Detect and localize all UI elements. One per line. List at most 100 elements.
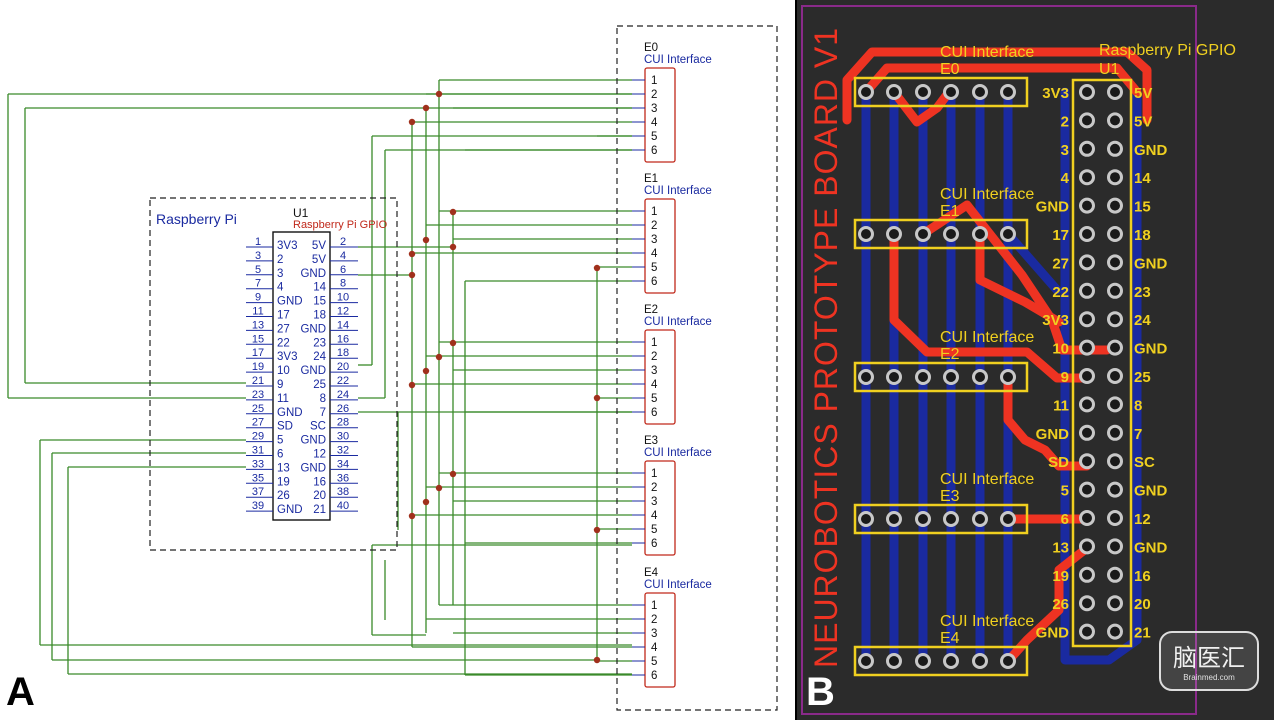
header-pin-number: 26 — [337, 403, 349, 415]
connector-body — [644, 460, 676, 556]
pcb-pad — [1079, 84, 1095, 100]
pcb-pin-label: GND — [1134, 483, 1168, 500]
pcb-pad — [1107, 112, 1123, 129]
pcb-pad — [1079, 339, 1095, 356]
pcb-pad — [1000, 511, 1016, 527]
header-pin-name: GND — [300, 435, 326, 447]
connector-ref: E2 — [644, 304, 658, 316]
connector-pin-number: 3 — [651, 103, 657, 115]
header-pin-name: 4 — [277, 282, 284, 294]
connector-pin-number: 4 — [651, 379, 658, 391]
header-pin-number: 2 — [340, 236, 346, 248]
header-pin-name: GND — [300, 323, 326, 335]
junction-dot — [449, 470, 457, 478]
connector-pin-number: 5 — [651, 131, 657, 143]
pcb-pin-label: 14 — [1134, 170, 1151, 187]
connector-pin-number: 3 — [651, 628, 657, 640]
pcb-pad — [1107, 453, 1123, 470]
header-pin-number: 34 — [337, 458, 349, 470]
junction-dot — [408, 381, 416, 389]
pcb-pad — [858, 653, 874, 669]
pcb-connector-ref: E1 — [940, 203, 960, 220]
pcb-pin-label: 6 — [1061, 511, 1069, 528]
pcb-connector-ref: E4 — [940, 630, 960, 647]
connector-pin-number: 1 — [651, 600, 657, 612]
pcb-pad — [915, 653, 931, 669]
pcb-connector-outline — [853, 503, 1029, 535]
pcb-pin-label: 21 — [1134, 625, 1151, 642]
pcb-pad — [915, 226, 931, 242]
connector-ref: E0 — [644, 42, 658, 54]
pcb-pin-label: 3V3 — [1042, 312, 1069, 329]
pcb-pad — [1107, 424, 1123, 441]
connector-body — [644, 198, 676, 294]
connector-pin-number: 6 — [651, 407, 657, 419]
header-pin-name: 17 — [277, 310, 290, 322]
connector-ref: E4 — [644, 567, 659, 579]
pcb-pad — [1107, 566, 1123, 583]
pcb-pad — [943, 84, 959, 100]
pcb-connector-value: CUI Interface — [940, 329, 1034, 346]
pcb-pad — [943, 511, 959, 527]
header-pin-name: 25 — [313, 379, 326, 391]
top-trace — [918, 200, 1112, 355]
header-pin-name: 19 — [277, 476, 290, 488]
bottom-trace — [1003, 229, 1062, 295]
pcb-pad — [972, 511, 988, 527]
header-pin-name: SD — [277, 421, 293, 433]
connector-pin-number: 4 — [651, 642, 658, 654]
pcb-pad — [1079, 368, 1095, 384]
header-pin-number: 27 — [252, 417, 264, 429]
junction-dot — [449, 339, 457, 347]
pcb-pin-label: 19 — [1052, 568, 1069, 585]
pcb-pin-label: SC — [1134, 454, 1155, 471]
header-pin-number: 14 — [337, 319, 349, 331]
header-pin-name: 11 — [277, 393, 289, 405]
connector-pin-number: 4 — [651, 117, 658, 129]
header-pin-name: GND — [277, 296, 303, 308]
pcb-pin-label: GND — [1036, 199, 1070, 216]
header-pin-name: 23 — [313, 337, 326, 349]
panel-divider — [795, 0, 797, 720]
connector-pin-number: 5 — [651, 524, 657, 536]
header-pin-name: 20 — [313, 490, 326, 502]
junction-dot — [593, 394, 601, 402]
header-pin-name: GND — [300, 365, 326, 377]
pcb-pin-label: 10 — [1052, 341, 1069, 358]
header-pin-name: 26 — [277, 490, 290, 502]
header-pin-name: 14 — [313, 282, 326, 294]
pcb-pad — [1107, 169, 1123, 186]
header-pin-number: 25 — [252, 403, 264, 415]
pcb-pin-label: 5 — [1061, 483, 1069, 500]
pcb-pad — [1107, 311, 1123, 328]
pcb-pin-label: 24 — [1134, 312, 1151, 329]
header-pin-name: GND — [300, 268, 326, 280]
header-pin-number: 30 — [337, 431, 349, 443]
pcb-pin-label: 27 — [1052, 255, 1069, 272]
pcb-pad — [915, 511, 931, 527]
watermark-frame — [1159, 631, 1259, 691]
connector-value: CUI Interface — [644, 447, 712, 459]
pcb-pin-label: 2 — [1061, 113, 1069, 130]
junction-group — [408, 90, 601, 664]
pcb-pad — [1079, 623, 1095, 640]
pcb-pad — [943, 369, 959, 385]
header-pin-number: 19 — [252, 361, 264, 373]
pcb-pad — [1079, 510, 1095, 526]
junction-dot — [408, 250, 416, 258]
pcb-pad — [886, 226, 902, 242]
pcb-pin-label: GND — [1036, 426, 1070, 443]
pcb-connector-ref: E3 — [940, 488, 960, 505]
header-pin-name: 8 — [320, 393, 326, 405]
pcb-pad — [886, 511, 902, 527]
header-pin-number: 39 — [252, 500, 264, 512]
header-pin-number: 40 — [337, 500, 349, 512]
pcb-pad — [1000, 653, 1016, 669]
header-pin-number: 13 — [252, 319, 264, 331]
pcb-pin-label: 13 — [1052, 539, 1069, 556]
connector-value: CUI Interface — [644, 185, 712, 197]
connector-pin-number: 4 — [651, 248, 658, 260]
